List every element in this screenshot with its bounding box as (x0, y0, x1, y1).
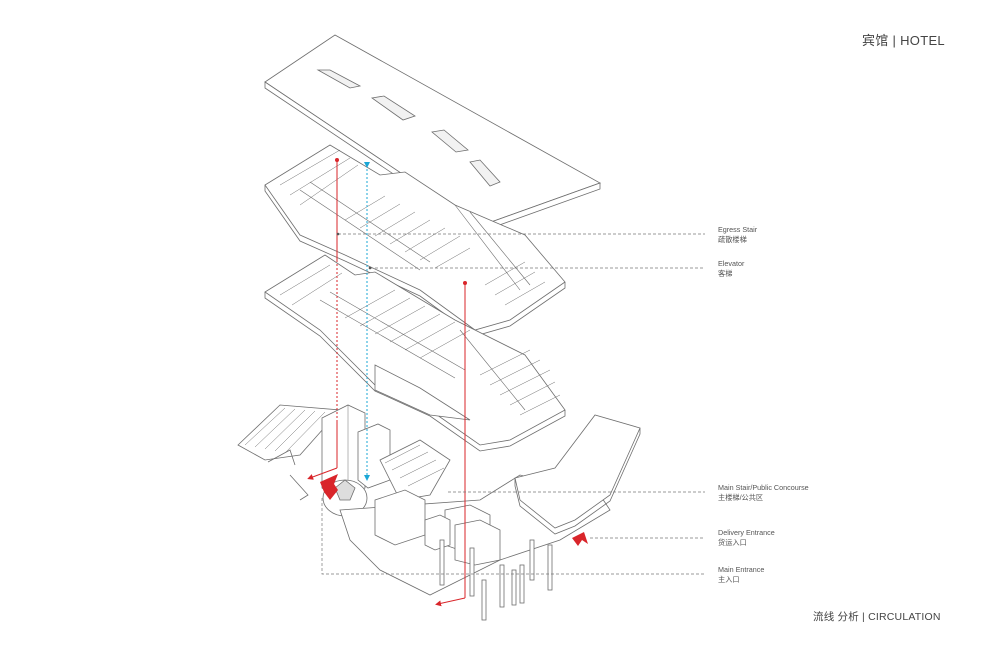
skylight (469, 159, 501, 187)
delivery-entrance-arrow (572, 532, 588, 546)
roof-plate (264, 34, 601, 233)
skylight (431, 129, 469, 153)
main-entrance-guide (321, 498, 705, 575)
ground-level-massing (237, 404, 641, 621)
lower-floor-plate (264, 254, 566, 452)
footer-caption: 流线 分析 | CIRCULATION (813, 611, 941, 623)
label-egress-stair: Egress Stair 疏散楼梯 (718, 225, 758, 244)
elevator-core (357, 423, 391, 489)
page-title: 宾馆 | HOTEL (862, 33, 945, 48)
main-entrance-arrow (320, 474, 338, 500)
leader-lines (338, 233, 705, 539)
label-elevator: Elevator 客梯 (718, 259, 745, 278)
skylight (370, 95, 416, 121)
label-main-entrance: Main Entrance 主入口 (718, 565, 765, 584)
egress-stair-route (307, 158, 467, 607)
label-delivery-entrance: Delivery Entrance 货运入口 (718, 528, 775, 547)
label-main-stair: Main Stair/Public Concourse 主楼梯/公共区 (718, 483, 809, 502)
skylight (316, 69, 362, 89)
upper-floor-plate (264, 144, 566, 337)
